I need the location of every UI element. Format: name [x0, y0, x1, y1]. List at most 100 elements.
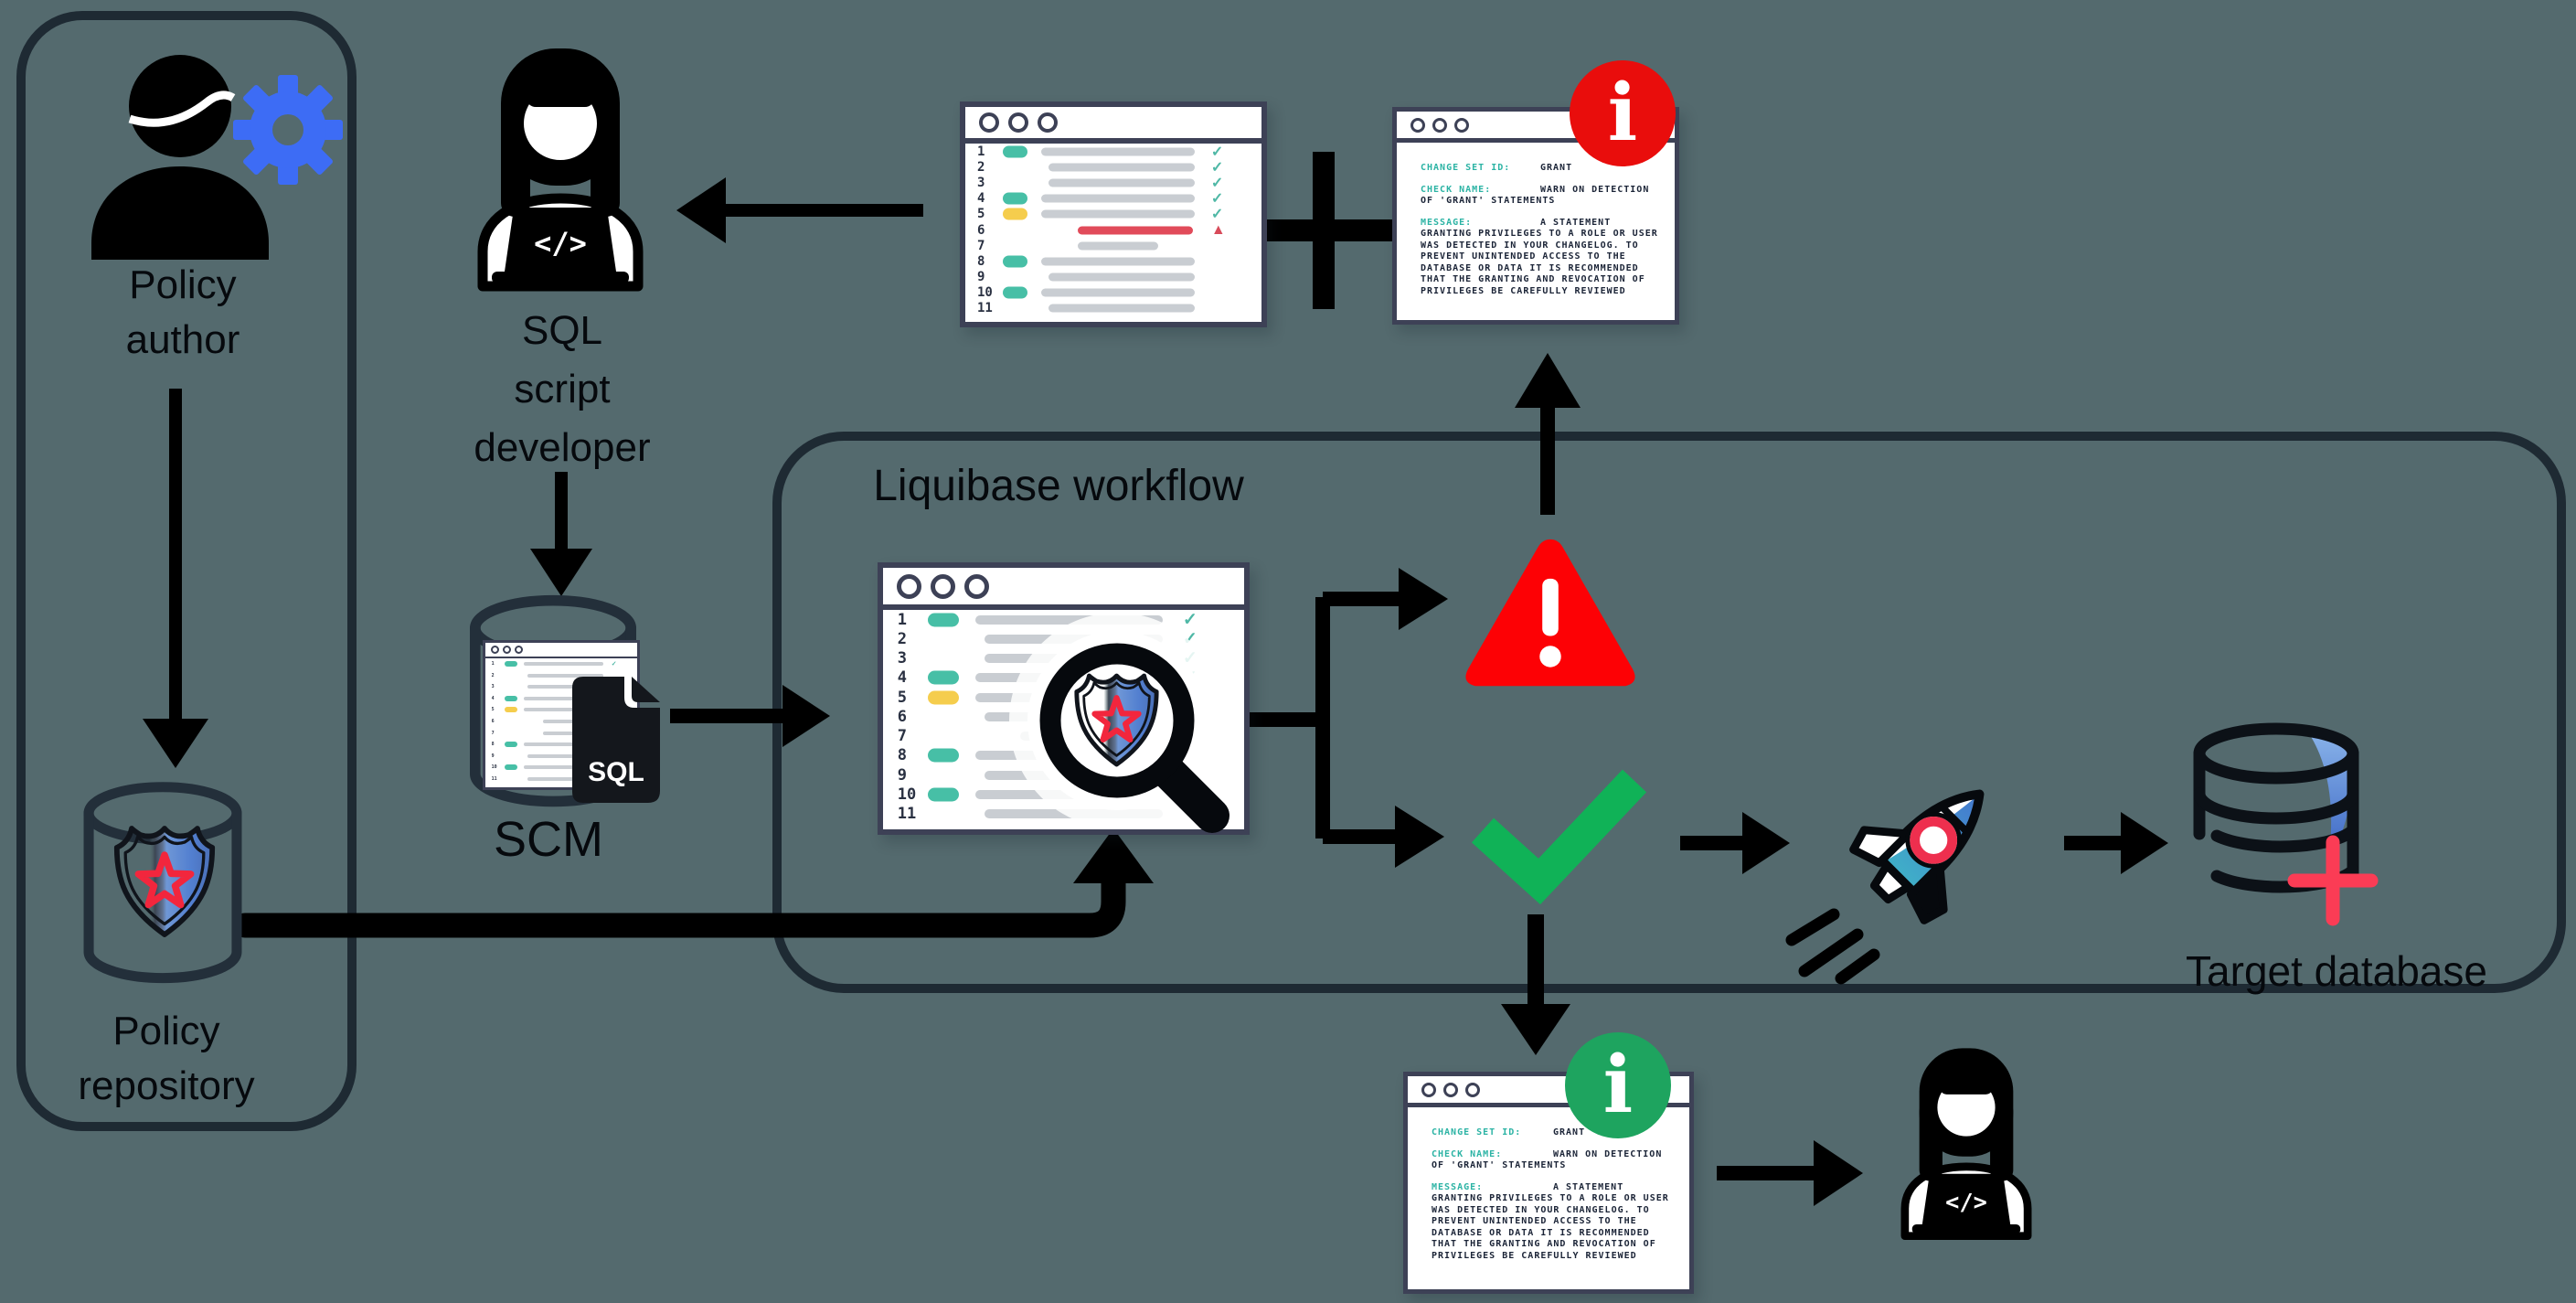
editor-row: 3	[485, 681, 637, 693]
window-dot	[931, 573, 955, 599]
code-line-bar	[524, 662, 603, 667]
window-dot	[1454, 117, 1469, 133]
window-bar	[485, 643, 637, 658]
code-pill	[504, 661, 517, 668]
sql-file-icon: SQL	[572, 677, 660, 803]
window-dot	[897, 573, 921, 599]
info-icon-red: i	[1570, 60, 1676, 166]
arrow-deploy-to-database	[2064, 812, 2168, 874]
code-line-bar	[1078, 226, 1194, 235]
editor-row: 2✓	[965, 159, 1261, 176]
line-number: 11	[897, 805, 917, 824]
line-number: 1	[976, 144, 985, 159]
check-success-icon	[1471, 769, 1647, 905]
line-number: 4	[976, 191, 985, 207]
code-line-bar	[1040, 194, 1196, 203]
line-number: 6	[491, 719, 495, 724]
code-pill	[1002, 255, 1028, 268]
report-field-value: GRANT	[1540, 163, 1573, 173]
arrow-report-to-reviewer	[1717, 1140, 1863, 1206]
policy-repository-label: Policy repository	[78, 1009, 255, 1108]
info-icon-green: i	[1565, 1032, 1671, 1138]
policy-author-icon	[91, 55, 269, 260]
code-line-bar	[1048, 304, 1196, 313]
report-field-label: CHANGE SET ID:	[1432, 1127, 1522, 1137]
code-pill	[504, 764, 517, 771]
window-dot	[503, 646, 511, 654]
window-dot	[1038, 112, 1058, 133]
arrow-scm-to-editor	[670, 685, 830, 747]
editor-row: 2	[485, 670, 637, 682]
code-pill	[928, 787, 959, 802]
code-line-bar	[527, 753, 603, 758]
arrow-repository-to-editor	[232, 828, 1154, 938]
check-icon: ✓	[1210, 207, 1224, 223]
code-line-bar	[1040, 209, 1196, 219]
window-bar	[1408, 1076, 1689, 1107]
code-line-bar	[1048, 178, 1196, 187]
editor-row: 8	[965, 253, 1261, 269]
editor-row: 9	[485, 750, 637, 762]
arrow-changelog-to-developer	[676, 177, 923, 243]
code-pill	[928, 748, 959, 763]
report-field: CHANGE SET ID:GRANT	[1421, 163, 1660, 175]
code-line-bar	[1040, 257, 1196, 266]
policy-shield-icon	[112, 823, 218, 940]
line-number: 9	[897, 765, 908, 785]
report-field-value: GRANT	[1553, 1127, 1586, 1137]
check-icon: ✓	[1182, 610, 1198, 630]
line-number: 6	[897, 707, 908, 726]
report-field: MESSAGE:A STATEMENT GRANTING PRIVILEGES …	[1432, 1182, 1675, 1263]
editor-row: 4	[485, 693, 637, 705]
arrow-warning-to-report	[1515, 353, 1581, 515]
report-field-value: A STATEMENT GRANTING PRIVILEGES TO A ROL…	[1421, 217, 1658, 296]
plus-icon	[1245, 152, 1402, 309]
code-pill	[928, 690, 959, 705]
line-number: 2	[897, 629, 908, 648]
window-dot	[1410, 117, 1425, 133]
line-number: 7	[976, 238, 985, 253]
rocket-icon	[1849, 789, 1985, 924]
window-bar	[1397, 112, 1675, 143]
window-dot	[979, 112, 999, 133]
code-pill	[928, 613, 959, 627]
code-pill	[1002, 145, 1028, 158]
policy-author-label: Policy author	[125, 262, 240, 362]
editor-row: 10	[965, 285, 1261, 301]
window-dot	[1443, 1082, 1458, 1097]
report-field-label: CHECK NAME:	[1432, 1148, 1503, 1159]
info-glyph: i	[1602, 1039, 1634, 1131]
report-text: CHANGE SET ID: GRANT CHECK NAME:WARN ON DE…	[1408, 1107, 1689, 1262]
editor-row: 1✓	[965, 144, 1261, 160]
editor-row: 4✓	[965, 191, 1261, 207]
report-field: CHECK NAME:WARN ON DETECTION OF 'GRANT' …	[1432, 1149, 1675, 1172]
report-field-value: WARN ON DETECTION OF 'GRANT' STATEMENTS	[1421, 184, 1650, 207]
report-field: MESSAGE:A STATEMENT GRANTING PRIVILEGES …	[1421, 218, 1660, 298]
target-database-label: Target database	[2186, 947, 2487, 995]
window-dot	[1008, 112, 1028, 133]
code-line-bar	[974, 614, 1164, 625]
code-pill	[1002, 286, 1028, 299]
line-number: 6	[976, 222, 985, 238]
line-number: 8	[897, 746, 908, 765]
editor-row: 10	[485, 762, 637, 774]
code-line-bar	[527, 685, 603, 689]
code-line-bar	[1078, 241, 1158, 251]
report-field: CHANGE SET ID: GRANT	[1432, 1127, 1675, 1139]
sql-file-label: SQL	[588, 757, 644, 787]
line-number: 3	[897, 649, 908, 668]
reviewer-icon	[1883, 1042, 2049, 1242]
window-bar	[965, 107, 1261, 144]
window-dot	[1465, 1082, 1480, 1097]
editor-row: 3✓	[965, 175, 1261, 191]
window-dot	[1432, 117, 1447, 133]
line-number: 5	[491, 707, 495, 713]
check-icon: ✓	[1210, 144, 1224, 160]
policy-author-panel	[16, 11, 357, 1131]
editor-row: 1✓	[485, 658, 637, 670]
line-number: 5	[897, 688, 908, 707]
code-pill	[1002, 192, 1028, 205]
